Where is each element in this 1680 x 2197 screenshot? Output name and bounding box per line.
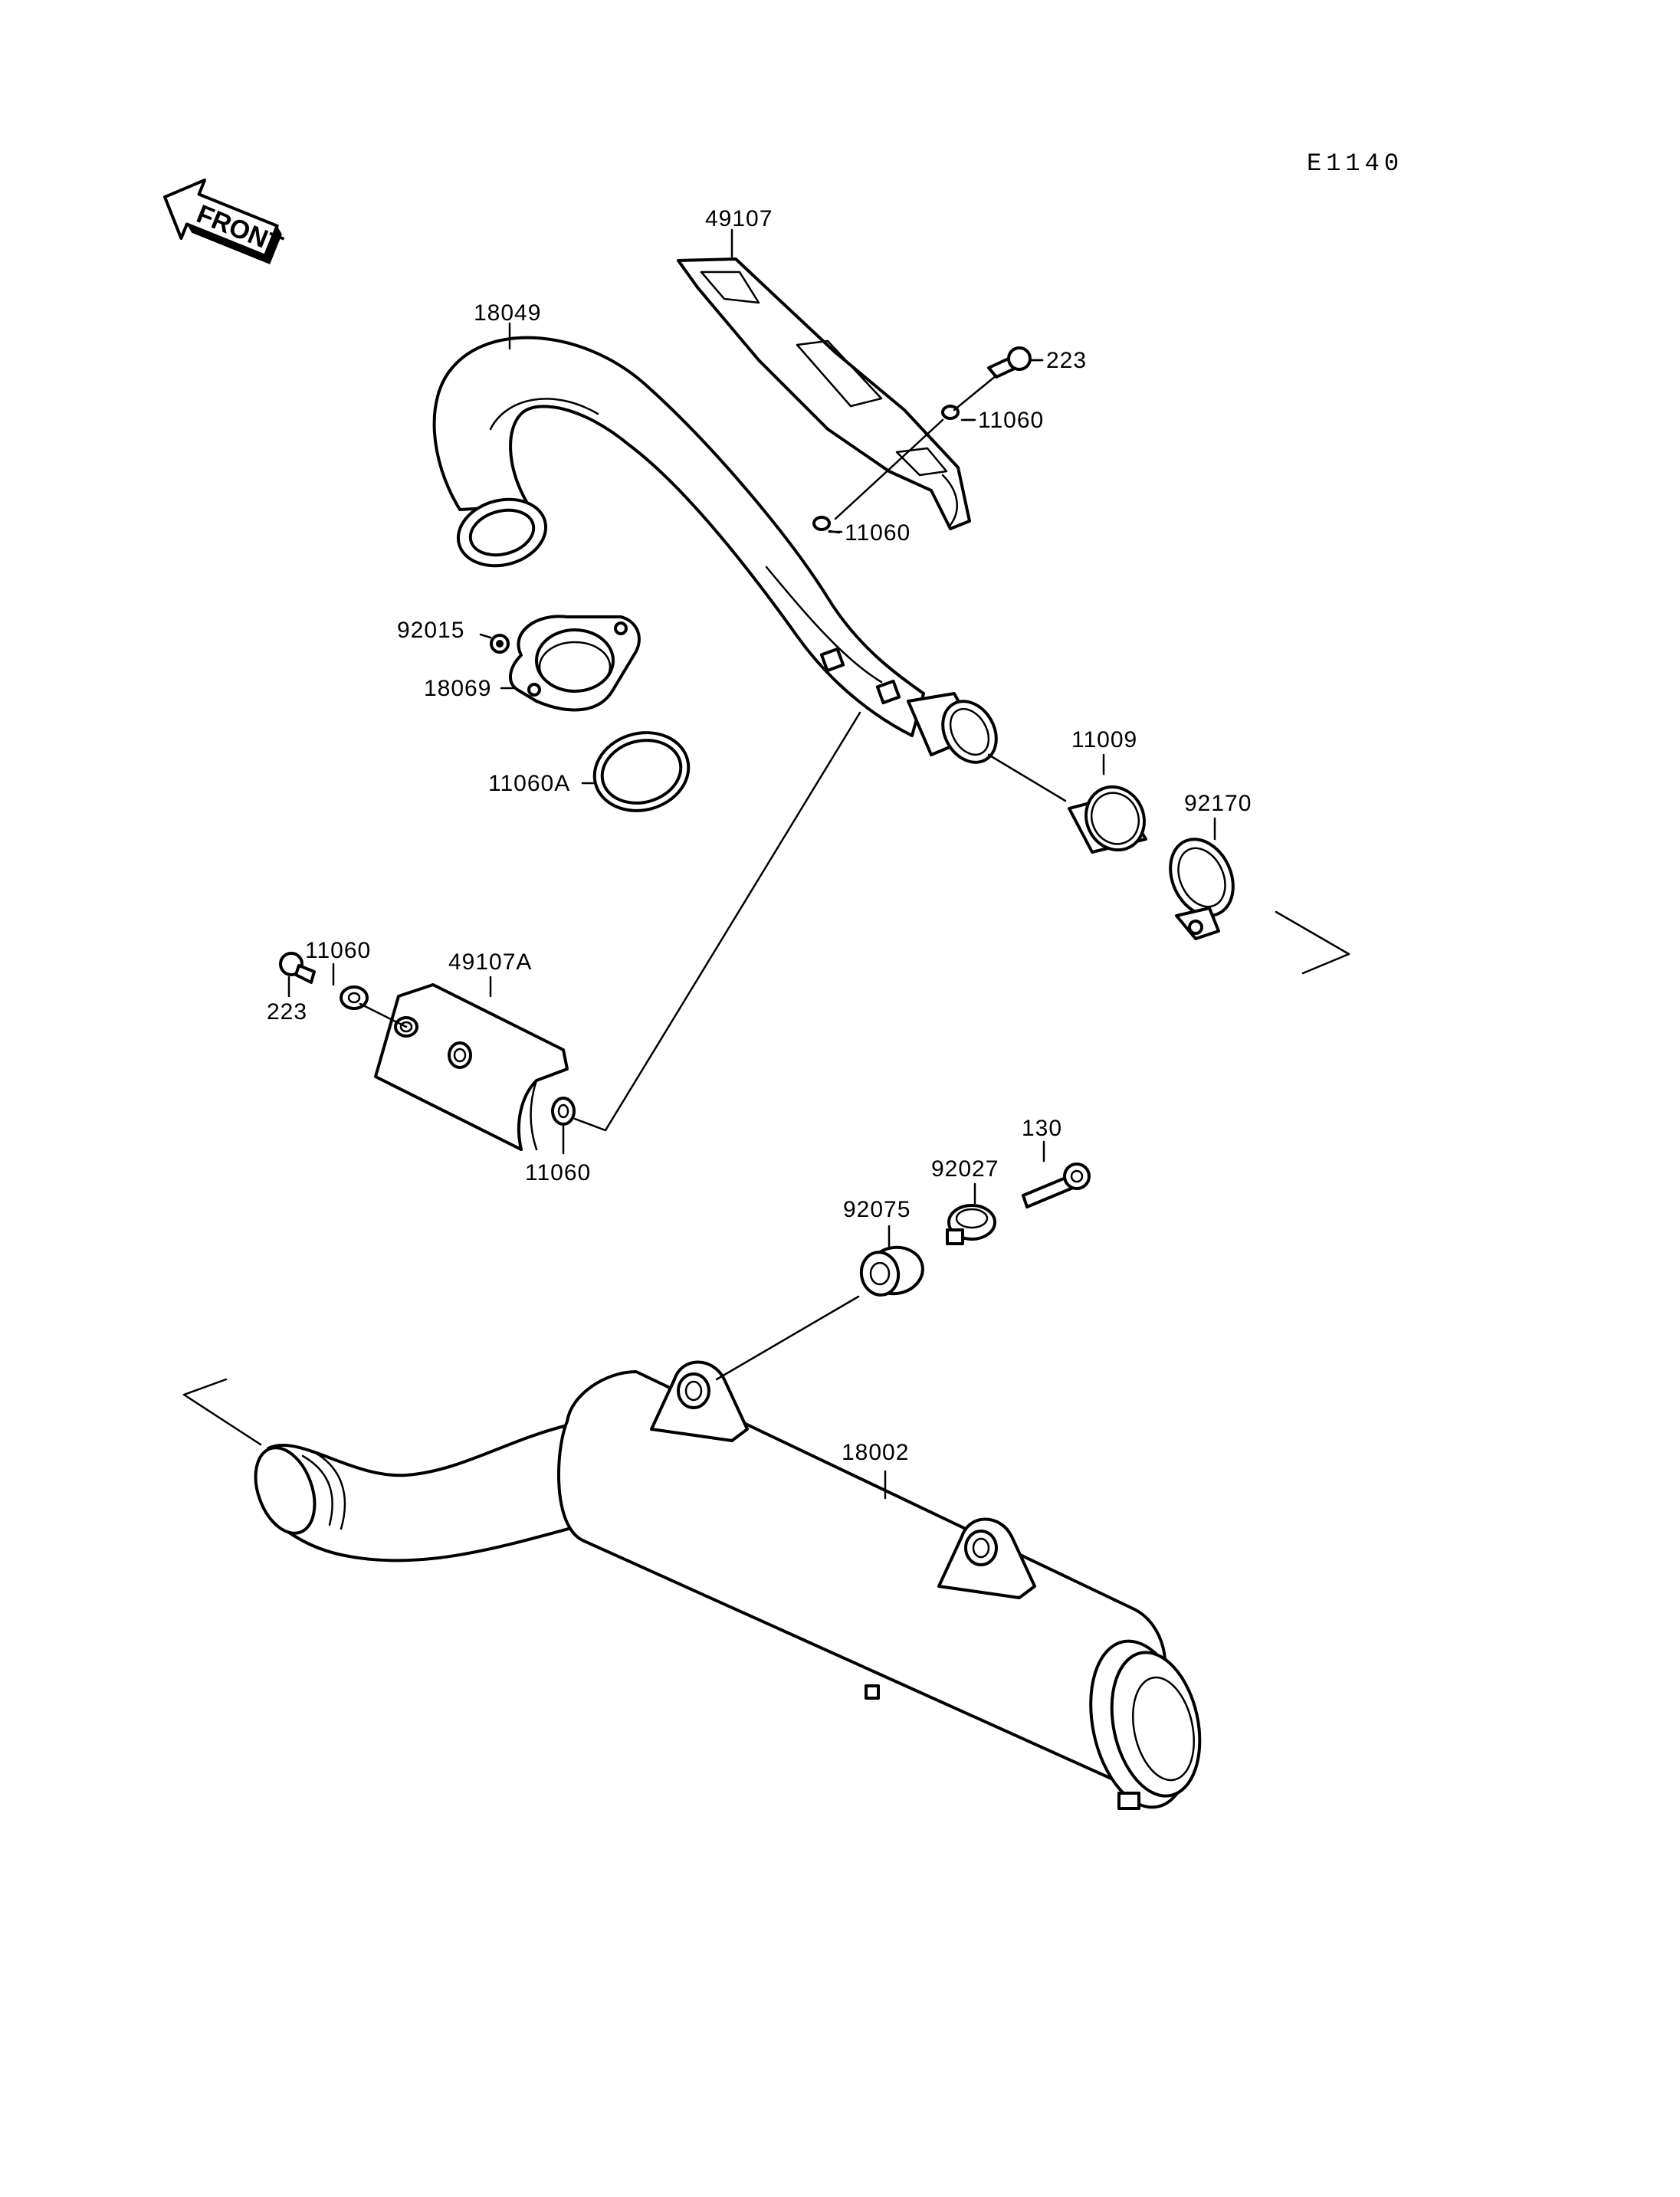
label-92027: 92027 bbox=[931, 1156, 999, 1182]
label-dashes bbox=[828, 359, 1044, 533]
part-labels: 49107 18049 223 11060 11060 92015 18069 … bbox=[267, 206, 1252, 1465]
label-92015: 92015 bbox=[397, 618, 464, 643]
label-130: 130 bbox=[1022, 1116, 1062, 1141]
label-18002: 18002 bbox=[842, 1440, 909, 1465]
washer-11060-lower bbox=[551, 1097, 576, 1126]
label-11060A: 11060A bbox=[488, 771, 570, 796]
flange-18069 bbox=[509, 615, 641, 712]
muffler bbox=[254, 1360, 1202, 1810]
label-49107: 49107 bbox=[705, 206, 773, 231]
label-92170: 92170 bbox=[1184, 791, 1252, 816]
front-arrow-icon: FRONT bbox=[163, 178, 287, 264]
label-11060-a: 11060 bbox=[978, 408, 1044, 433]
collar-92027 bbox=[946, 1204, 996, 1245]
grommet-92075 bbox=[859, 1245, 924, 1297]
heat-guard-lower bbox=[374, 983, 569, 1151]
bolt-130 bbox=[1022, 1162, 1091, 1208]
gasket-11060A bbox=[592, 731, 691, 812]
nut-92015 bbox=[490, 634, 510, 654]
label-11009: 11009 bbox=[1071, 727, 1137, 753]
label-223-top: 223 bbox=[1046, 348, 1087, 373]
label-49107A: 49107A bbox=[448, 949, 532, 975]
label-92075: 92075 bbox=[843, 1197, 911, 1222]
label-18069: 18069 bbox=[424, 676, 491, 701]
label-223-left: 223 bbox=[267, 999, 307, 1025]
bolt-223-left bbox=[279, 952, 316, 984]
sleeve-11009 bbox=[1068, 785, 1147, 854]
washer-11060-upper-b bbox=[812, 516, 831, 531]
label-11060-d: 11060 bbox=[525, 1160, 591, 1185]
assembly-lines bbox=[182, 228, 1350, 1500]
label-11060-b: 11060 bbox=[845, 520, 911, 546]
label-11060-c: 11060 bbox=[305, 938, 371, 963]
clamp-92170 bbox=[1169, 838, 1235, 940]
diagram-code: E1140 bbox=[1307, 149, 1403, 178]
exhaust-pipe bbox=[432, 336, 998, 764]
label-18049: 18049 bbox=[474, 300, 541, 326]
bolt-223-top bbox=[987, 346, 1032, 379]
